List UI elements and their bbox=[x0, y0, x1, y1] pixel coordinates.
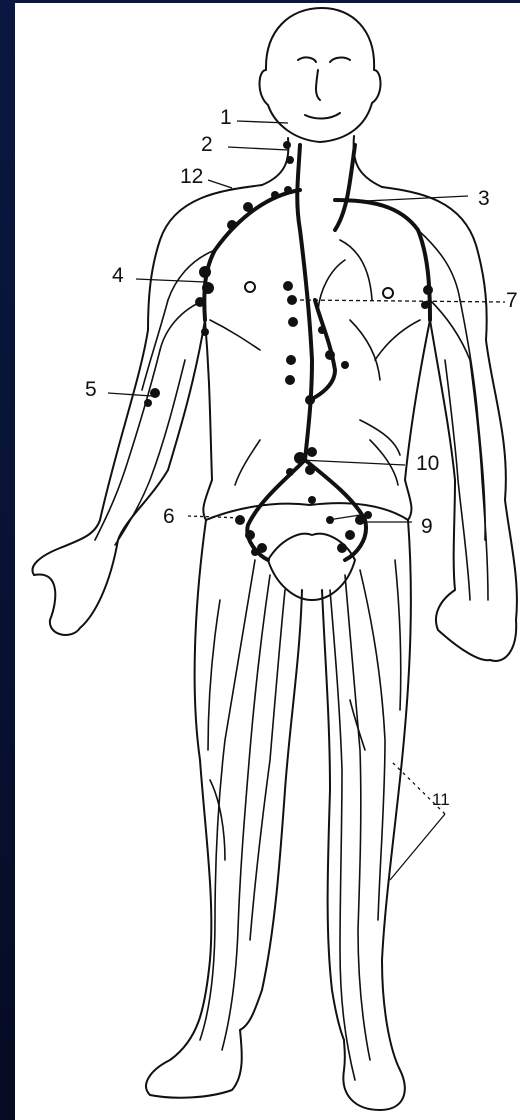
label-9: 9 bbox=[421, 515, 433, 538]
label-2: 2 bbox=[201, 133, 213, 156]
label-11: 11 bbox=[432, 790, 450, 809]
label-5: 5 bbox=[85, 378, 97, 401]
leader-lines bbox=[108, 121, 505, 880]
label-12: 12 bbox=[180, 165, 203, 188]
lymph-nodes bbox=[144, 141, 433, 556]
label-7: 7 bbox=[506, 289, 518, 312]
label-6: 6 bbox=[163, 505, 175, 528]
body-outline bbox=[32, 8, 516, 1110]
label-10: 10 bbox=[416, 452, 439, 475]
label-4: 4 bbox=[112, 264, 124, 287]
label-1: 1 bbox=[220, 106, 232, 129]
label-3: 3 bbox=[478, 187, 490, 210]
